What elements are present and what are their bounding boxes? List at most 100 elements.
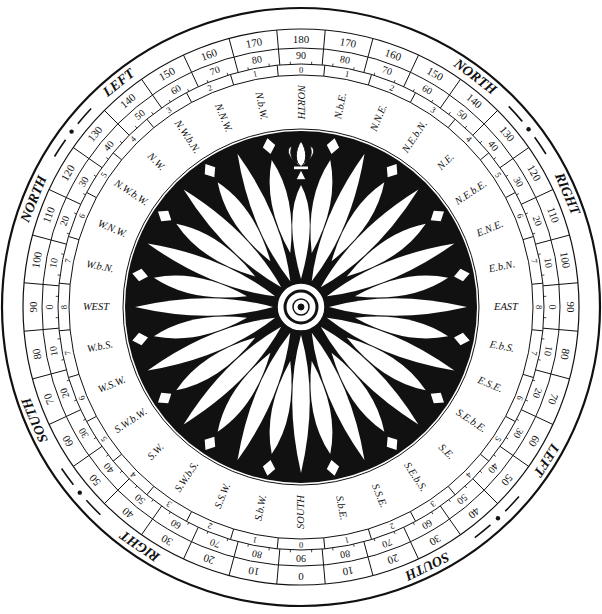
scale-tick: [322, 549, 323, 565]
point-name: W.N.W.: [96, 218, 128, 239]
quadrant-degree: 30: [77, 175, 91, 189]
scale-tick: [480, 454, 489, 461]
quadrant-degree: 60: [169, 518, 183, 532]
point-name: N.E.b.E.: [454, 179, 489, 208]
scale-tick: [480, 471, 482, 473]
scale-tick: [106, 455, 108, 457]
scale-tick: [147, 486, 154, 495]
point-number: 4: [464, 470, 473, 479]
rose-petal: [355, 276, 448, 298]
degree-number: 180: [293, 33, 310, 44]
rose-petal: [329, 298, 467, 316]
scale-tick: [68, 236, 79, 239]
band-dash: [505, 496, 520, 512]
scale-tick: [94, 175, 96, 176]
point-name: N.E.: [436, 152, 457, 173]
degree-number: 40: [466, 505, 481, 520]
rose-diamond: [454, 269, 470, 281]
scale-ring: [23, 29, 579, 585]
scale-ring: [58, 64, 544, 550]
scale-tick: [543, 284, 559, 285]
point-number: 6: [77, 394, 86, 401]
point-name: S.b.E.: [333, 495, 348, 521]
point-name: E.b.N.: [488, 259, 516, 274]
scale-tick: [49, 416, 66, 424]
quadrant-degree: 70: [380, 536, 393, 549]
quadrant-degree: 70: [209, 65, 222, 78]
point-name: W.b.N.: [85, 259, 114, 275]
pivot-ring: [298, 304, 304, 310]
scale-tick: [506, 192, 516, 197]
scale-tick: [186, 93, 191, 103]
point-number: 1: [344, 535, 350, 544]
degree-number: 90: [27, 302, 38, 313]
scale-tick: [542, 274, 544, 275]
point-name: S.E.b.S.: [401, 461, 428, 494]
point-name: S.S.E.: [370, 483, 389, 510]
scale-tick: [83, 419, 85, 420]
scale-tick: [230, 529, 233, 540]
band-dot: [496, 516, 500, 520]
point-name: W.S.W.: [96, 375, 127, 396]
quadrant-degree: 10: [542, 345, 554, 357]
point-name: EAST: [494, 302, 518, 313]
degree-number: 110: [41, 206, 57, 225]
scale-tick: [113, 153, 122, 160]
scale-tick: [207, 532, 209, 534]
scale-tick: [506, 416, 516, 421]
scale-tick: [543, 328, 559, 329]
scale-tick: [494, 158, 496, 160]
scale-tick: [413, 89, 414, 91]
scale-tick: [324, 30, 326, 49]
scale-tick: [68, 374, 79, 377]
quadrant-degree: 60: [169, 83, 183, 97]
scale-tick: [517, 194, 519, 195]
scale-tick: [521, 198, 536, 205]
scale-tick: [188, 523, 189, 525]
scale-tick: [73, 148, 89, 159]
scale-tick: [523, 374, 534, 377]
pivot-ring: [277, 283, 325, 331]
scale-tick: [59, 283, 70, 284]
band-dot: [78, 490, 82, 494]
quadrant-degree: 50: [455, 492, 469, 506]
degree-number: 160: [200, 47, 219, 63]
scale-tick: [559, 283, 578, 285]
quadrant-degree: 40: [486, 461, 500, 475]
band-dash: [534, 137, 547, 155]
scale-tick: [364, 57, 368, 72]
degree-number: 30: [159, 532, 174, 547]
scale-tick: [500, 158, 513, 167]
quadrant-degree: 40: [486, 139, 500, 153]
degree-number: 150: [425, 66, 445, 84]
scale-tick: [449, 500, 451, 502]
degree-number: 20: [386, 552, 400, 566]
point-name: N.W.b.W.: [112, 178, 150, 208]
point-name: N.W.b.N.: [172, 118, 202, 155]
point-name: NORTH: [296, 85, 307, 119]
degree-number: 100: [30, 251, 44, 269]
scale-tick: [106, 158, 108, 160]
scale-tick: [290, 62, 291, 64]
point-number: 7: [63, 258, 72, 264]
scale-tick: [61, 359, 63, 361]
point-number: 6: [516, 213, 525, 220]
scale-tick: [449, 112, 451, 114]
rose-diamond: [132, 333, 148, 345]
quadrant-degree: 90: [296, 553, 306, 563]
point-name: S.E.b.E.: [454, 407, 488, 435]
scale-tick: [311, 62, 312, 64]
scale-ring: [69, 75, 533, 539]
scale-tick: [542, 338, 544, 339]
quadrant-degree: 0: [45, 305, 55, 310]
quadrant-degree: 20: [530, 386, 543, 399]
quadrant-degree: 20: [59, 386, 72, 399]
scale-tick: [484, 490, 497, 503]
quadrant-degree: 40: [102, 139, 116, 153]
scale-tick: [404, 72, 411, 87]
scale-tick: [532, 330, 543, 331]
rose-petal: [292, 185, 310, 279]
scale-tick: [234, 57, 238, 72]
point-number: 3: [429, 500, 437, 509]
point-number: 3: [165, 500, 173, 509]
